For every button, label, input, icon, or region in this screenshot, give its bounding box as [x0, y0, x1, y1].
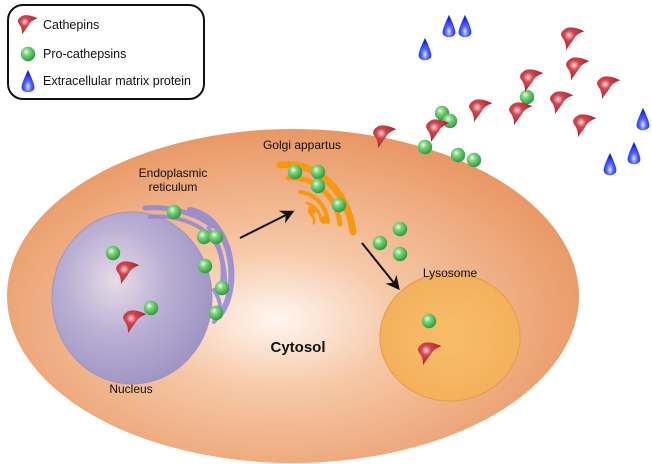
pro-cathepsin-icon	[392, 221, 408, 237]
pro-cathepsin-icon	[214, 280, 230, 296]
golgi-label: Golgi appartus	[262, 138, 342, 152]
extracellular-matrix-protein-icon	[603, 152, 617, 176]
pro-cathepsin-icon	[310, 178, 326, 194]
pro-cathepsin-icon	[143, 300, 159, 316]
cathepsin-icon	[550, 91, 574, 115]
extracellular-matrix-protein-icon	[21, 70, 35, 92]
pro-cathepsin-icon	[208, 229, 224, 245]
legend-item-cathepsins: Cathepins	[15, 14, 99, 36]
pro-cathepsin-icon	[442, 113, 458, 129]
pro-cathepsin-icon	[287, 164, 303, 180]
er-label-line1: Endoplasmic	[138, 166, 208, 180]
pro-cathepsin-icon	[372, 235, 388, 251]
golgi-vesicles	[308, 205, 327, 224]
er-label-line2: reticulum	[148, 180, 198, 194]
pro-cathepsin-icon	[197, 258, 213, 274]
pro-cathepsin-icon	[392, 246, 408, 262]
extracellular-matrix-protein-icon	[442, 14, 456, 38]
lysosome-label: Lysosome	[422, 266, 478, 280]
cathepsin-icon	[509, 102, 533, 126]
pro-cathepsin-icon	[166, 204, 182, 220]
pro-cathepsin-icon	[466, 152, 482, 168]
arrow-golgi-to-lysosome	[361, 242, 400, 291]
cathepsin-icon	[561, 27, 585, 51]
cathepsin-icon	[17, 15, 38, 35]
legend-item-matrix-protein: Extracellular matrix protein	[15, 70, 191, 92]
legend-label: Pro-cathepsins	[43, 47, 127, 61]
nucleus-label: Nucleus	[109, 382, 153, 396]
cathepsin-icon	[469, 99, 493, 123]
cytosol-label: Cytosol	[270, 339, 326, 356]
nucleus	[51, 211, 213, 385]
arrow-er-to-golgi	[239, 210, 295, 239]
extracellular-matrix-protein-icon	[636, 107, 650, 131]
cathepsin-icon	[597, 76, 621, 100]
pro-cathepsin-icon	[421, 313, 437, 329]
legend-label: Cathepins	[43, 18, 100, 32]
pro-cathepsin-icon	[105, 245, 121, 261]
lysosome	[379, 272, 521, 402]
pro-cathepsin-icon	[208, 305, 224, 321]
pro-cathepsin-icon	[519, 89, 535, 105]
pro-cathepsin-icon	[331, 197, 347, 213]
pro-cathepsin-icon	[450, 147, 466, 163]
pro-cathepsin-icon	[417, 139, 433, 155]
extracellular-matrix-protein-icon	[418, 37, 432, 61]
cathepsin-icon	[426, 119, 450, 143]
cathepsin-icon	[573, 114, 597, 138]
er-label: Endoplasmic reticulum	[128, 166, 218, 194]
pro-cathepsin-icon	[20, 46, 36, 62]
extracellular-matrix-protein-icon	[458, 14, 472, 38]
legend-label: Extracellular matrix protein	[43, 74, 191, 88]
cathepsin-icon	[520, 69, 544, 93]
extracellular-matrix-protein-icon	[627, 141, 641, 165]
pro-cathepsin-icon	[310, 164, 326, 180]
legend-item-pro-cathepsins: Pro-cathepsins	[15, 43, 126, 65]
cathepsin-icon	[566, 57, 590, 81]
legend: Cathepins Pro-cathepsins Extracellular m…	[7, 4, 205, 100]
